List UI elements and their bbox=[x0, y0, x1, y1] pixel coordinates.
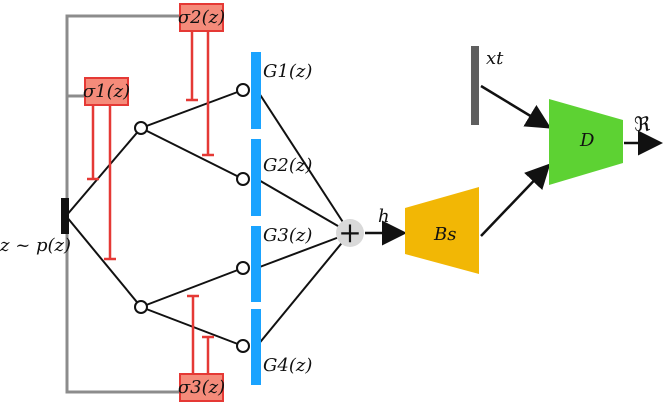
g3-bar bbox=[251, 226, 261, 302]
mixed-output-label: h bbox=[378, 206, 390, 227]
lower-node-to-g3-node bbox=[140, 267, 244, 308]
g1-bar bbox=[251, 52, 261, 129]
sigma1-gray-connector bbox=[65, 94, 86, 198]
sigma1-label: σ1(z) bbox=[83, 81, 130, 102]
sigma2-gate-box bbox=[179, 3, 224, 32]
sum-node bbox=[336, 219, 364, 247]
latent-distribution-label: z ~ p(z) bbox=[0, 235, 71, 256]
discriminator-shape bbox=[549, 99, 623, 185]
real-to-discriminator-arrow bbox=[480, 84, 552, 129]
sigma1-gate-box-group: σ1(z) bbox=[83, 77, 130, 106]
latent-input-bar bbox=[61, 198, 69, 234]
sigma2-gray-connector bbox=[65, 14, 180, 198]
g4-bar bbox=[251, 309, 261, 385]
lower-branch-node bbox=[134, 300, 148, 314]
sigma3-gate-box bbox=[179, 373, 224, 402]
g2-input-node bbox=[236, 172, 250, 186]
sigma3-gate-box-group: σ3(z) bbox=[178, 373, 225, 402]
g1-label: G1(z) bbox=[263, 61, 312, 82]
generator-bars bbox=[251, 52, 261, 385]
upper-node-to-g1-node bbox=[140, 89, 244, 129]
branch-nodes bbox=[134, 83, 250, 353]
upper-node-to-g2-node bbox=[140, 127, 244, 180]
g1-input-node bbox=[236, 83, 250, 97]
shared-block-label: Bs bbox=[433, 224, 456, 245]
sigma2-label: σ2(z) bbox=[178, 7, 225, 28]
sigma3-gray-connector bbox=[65, 234, 180, 394]
output-symbol: ℜ bbox=[634, 112, 651, 136]
g1-to-sum bbox=[256, 89, 351, 234]
sigma2-gate-box-group: σ2(z) bbox=[178, 3, 225, 32]
gate-lines bbox=[91, 32, 210, 374]
shared-to-discriminator-arrow bbox=[480, 163, 551, 237]
g4-to-sum bbox=[256, 232, 351, 347]
g3-input-node bbox=[236, 261, 250, 275]
gate-ticks bbox=[87, 98, 214, 339]
g4-input-node bbox=[236, 339, 250, 353]
g2-bar bbox=[251, 139, 261, 216]
g2-to-sum bbox=[256, 178, 351, 234]
discriminator-label: D bbox=[579, 130, 595, 151]
g2-label: G2(z) bbox=[263, 155, 312, 176]
real-data-label: xt bbox=[486, 48, 504, 69]
g3-label: G3(z) bbox=[263, 225, 312, 246]
sigma3-label: σ3(z) bbox=[178, 377, 225, 398]
real-data-bar bbox=[471, 46, 479, 125]
sigma1-gate-box bbox=[84, 77, 129, 106]
shared-block-shape bbox=[405, 187, 479, 274]
g3-to-sum bbox=[256, 232, 351, 269]
root-to-upper-node bbox=[65, 127, 142, 217]
gray-latent-connectors bbox=[65, 14, 180, 394]
sum-symbol: + bbox=[338, 216, 361, 249]
root-to-lower-node bbox=[65, 215, 142, 308]
g4-label: G4(z) bbox=[263, 355, 312, 376]
upper-branch-node bbox=[134, 121, 148, 135]
